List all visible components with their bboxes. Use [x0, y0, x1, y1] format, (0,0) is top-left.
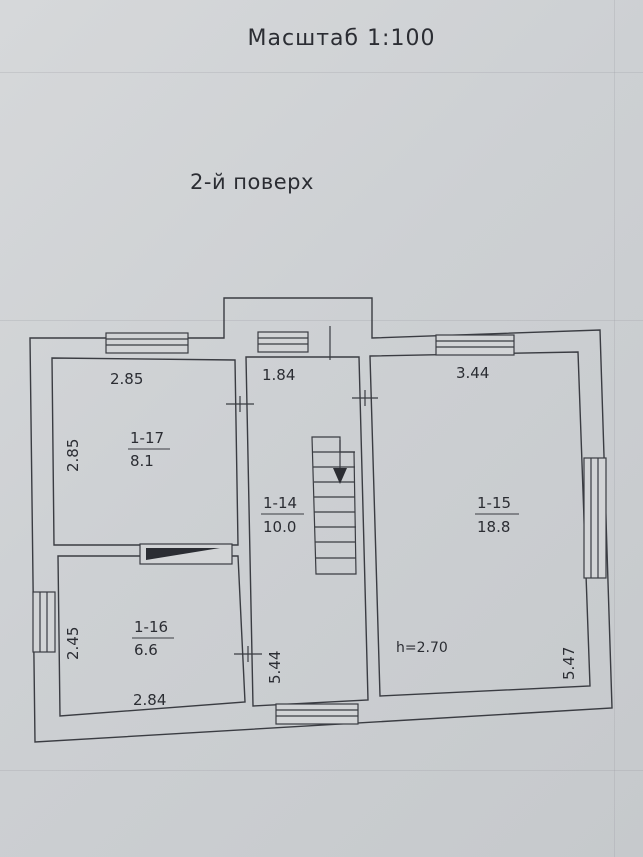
outer-wall: [29, 297, 613, 743]
room-1-16-bottom-dim: 2.84: [133, 691, 166, 709]
grid-line: [0, 72, 643, 73]
room-1-14-area: 10.0: [263, 518, 296, 536]
room-1-17-id: 1-17: [130, 429, 164, 447]
window-top-middle: [257, 331, 309, 353]
room-1-16-id: 1-16: [134, 618, 168, 636]
room-1-17-side-dim: 2.85: [64, 439, 82, 472]
room-1-16-side-dim: 2.45: [64, 627, 82, 660]
grid-line: [0, 320, 643, 321]
room-1-14-outline: [245, 356, 369, 707]
room-1-16-area: 6.6: [134, 641, 158, 659]
floor-title: 2-й поверх: [190, 170, 314, 194]
room-1-14-top-dim: 1.84: [262, 366, 295, 384]
room-1-15-id: 1-15: [477, 494, 511, 512]
room-1-15-top-dim: 3.44: [456, 364, 489, 382]
room-1-14-id: 1-14: [263, 494, 297, 512]
window-top-left: [105, 332, 189, 354]
room-1-17-outline: [51, 357, 239, 546]
room-1-14-side-dim: 5.44: [266, 651, 284, 684]
scale-title: Масштаб 1:100: [247, 26, 436, 51]
window-left: [32, 591, 56, 653]
door-marks: [226, 326, 378, 662]
room-1-15-height: h=2.70: [396, 640, 448, 656]
room-1-17-area: 8.1: [130, 452, 154, 470]
window-right: [583, 457, 607, 579]
window-top-right: [435, 334, 515, 356]
grid-line: [0, 770, 643, 771]
chimney: [139, 543, 233, 565]
stairs-arrow-icon: [333, 468, 347, 484]
room-1-15-side-dim: 5.47: [560, 647, 578, 680]
room-1-15-area: 18.8: [477, 518, 510, 536]
grid-line: [614, 0, 615, 857]
room-1-17-top-dim: 2.85: [110, 370, 143, 388]
window-bottom: [275, 703, 359, 725]
staircase: [311, 436, 357, 575]
